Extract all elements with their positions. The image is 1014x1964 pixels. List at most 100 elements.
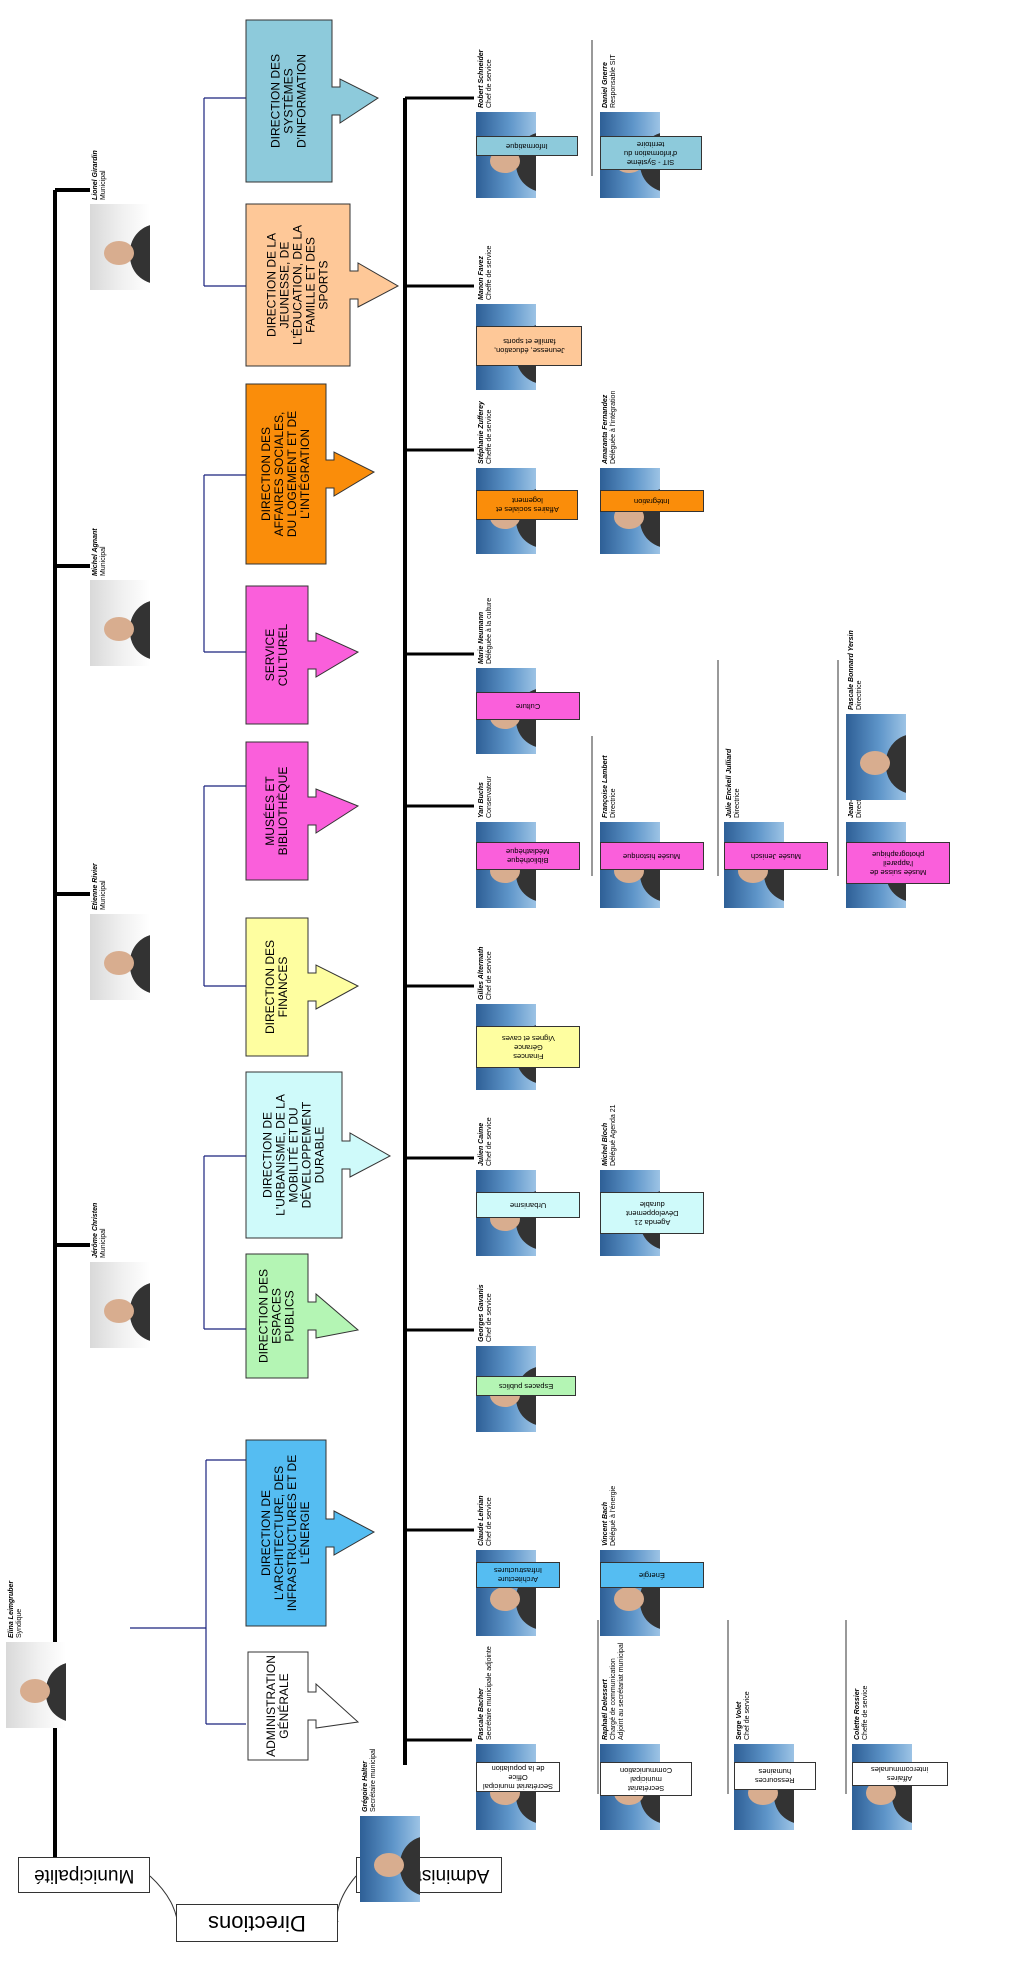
direction-title-line: L'INTÉGRATION [298,428,312,520]
person-name: Georges Gavanis [478,1284,485,1342]
person-name: Stéphanie Zufferey [478,401,485,464]
direction-box-culture [245,585,360,725]
person-name: Etienne Rivier [92,863,99,910]
person-name: Vincent Bach [602,1501,609,1546]
unit-label-line: Énergie [639,1570,665,1580]
portrait-photo [6,1642,66,1728]
label-municipalite-text: Municipalité [33,1865,135,1886]
unit-label: Espaces publics [476,1376,576,1396]
unit-label: Culture [476,692,580,720]
person-name: Gilles Altermath [478,946,485,1000]
direction-box-musees [245,741,360,881]
person-name: Pascale Bacher [478,1688,485,1740]
portrait-photo [852,1744,912,1830]
unit-label-line: Musée Jenisch [750,851,802,861]
unit-label-line: Informatique [506,141,548,151]
unit-label-text: Informatique [506,142,548,151]
direction-title-line: L'ÉNERGIE [298,1501,312,1565]
direction-box-jeunesse [245,203,400,367]
unit-label: Énergie [600,1562,704,1588]
person-name: Elina Leimgruber [8,1580,15,1638]
person-role: Chef de service [486,59,493,108]
person-name: Lionel Girardin [92,150,99,200]
direction-title-line: CULTUREL [276,623,290,687]
person-role: Conservateur [486,775,493,818]
person-name: Michel Bloch [602,1122,609,1166]
portrait-head [374,1853,404,1877]
person-name: Robert Schneider [478,49,485,108]
person-name: Pascale Bonnard Yersin [848,630,855,710]
unit-label-line: Musée suisse de [869,867,927,877]
person-role: Municipal [100,170,107,200]
portrait-photo [90,914,150,1000]
portrait-head [490,1587,520,1611]
unit-label-text: Jeunesse, éducation,famille et sports [494,337,565,355]
unit-label-line: Infrastructures [494,1566,542,1575]
person-name: Marie Neumann [478,611,485,664]
person-role: Déléguée à la culture [486,597,493,664]
portrait-photo [846,714,906,800]
person-name: Serge Volet [736,1701,743,1740]
unit-label-line: Secrétariat municipal [482,1781,554,1791]
unit-label-text: Musée Jenisch [751,852,801,861]
unit-label-line: Affaires [887,1774,913,1783]
unit-label-text: Espaces publics [499,1382,553,1391]
person-role: Secrétaire municipal [370,1748,377,1812]
portrait-photo [90,1262,150,1348]
person-name: Julien Caime [478,1122,485,1166]
portrait-head [104,241,134,265]
portrait-photo [360,1816,420,1902]
unit-label: Musée historique [600,842,704,870]
unit-label-line: Intégration [634,496,670,506]
portrait-head [614,1587,644,1611]
person-role: Cheffe de service [486,409,493,464]
unit-label-line: Espaces publics [498,1381,554,1391]
unit-label-line: de la population [491,1763,545,1773]
direction-box-espaces [245,1253,360,1379]
direction-title-line: SPORTS [316,260,331,310]
direction-title-line: D'INFORMATION [294,53,309,149]
unit-label: Intégration [600,490,704,512]
person-role: Cheffe de service [862,1685,869,1740]
unit-label: Musée Jenisch [724,842,828,870]
unit-label-line: logement [511,496,543,505]
person-role: Directrice [610,788,617,818]
person-role: Directrice [734,788,741,818]
unit-label: Jeunesse, éducation,famille et sports [476,326,582,366]
unit-label-line: d'information du [624,148,678,158]
unit-label-line: Urbanisme [509,1200,547,1210]
unit-label-line: Affaires sociales et [495,505,559,514]
person-role: Chargé de communication [610,1658,617,1740]
unit-label-line: Finances [512,1051,544,1061]
